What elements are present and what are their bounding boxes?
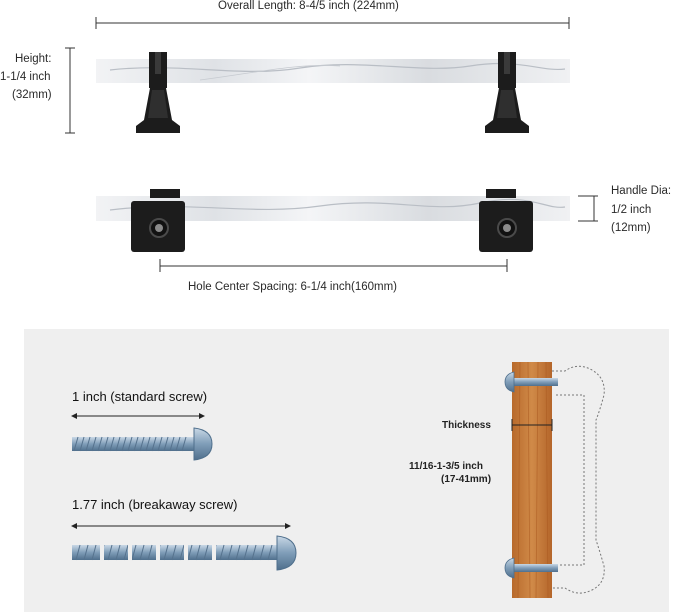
standard-screw — [71, 413, 213, 461]
handle-front-view — [96, 189, 570, 252]
handle-dia-in: 1/2 inch — [611, 204, 652, 216]
hole-spacing-dimension — [159, 259, 508, 272]
handle-dia-mm: (12mm) — [611, 222, 651, 234]
breakaway-screw-label: 1.77 inch (breakaway screw) — [72, 497, 238, 512]
thickness-label: Thickness — [442, 420, 491, 431]
overall-length-label: Overall Length: 8-4/5 inch (224mm) — [218, 0, 399, 12]
thickness-range-mm: (17-41mm) — [441, 474, 492, 485]
handle-dia-dimension — [578, 195, 598, 222]
standard-screw-label: 1 inch (standard screw) — [72, 389, 208, 404]
hole-spacing-label: Hole Center Spacing: 6-1/4 inch(160mm) — [188, 281, 398, 293]
height-value-in: 1-1/4 inch — [0, 71, 51, 83]
thickness-range-in: 11/16-1-3/5 inch — [409, 461, 483, 472]
breakaway-screw — [71, 523, 297, 571]
overall-length-dimension — [95, 17, 570, 29]
handle-side-view — [96, 52, 570, 133]
handle-dia-label: Handle Dia: — [611, 185, 672, 197]
height-dimension — [65, 47, 75, 134]
height-value-mm: (32mm) — [12, 89, 52, 101]
height-label: Height: — [15, 53, 52, 65]
thickness-illustration — [504, 361, 605, 599]
